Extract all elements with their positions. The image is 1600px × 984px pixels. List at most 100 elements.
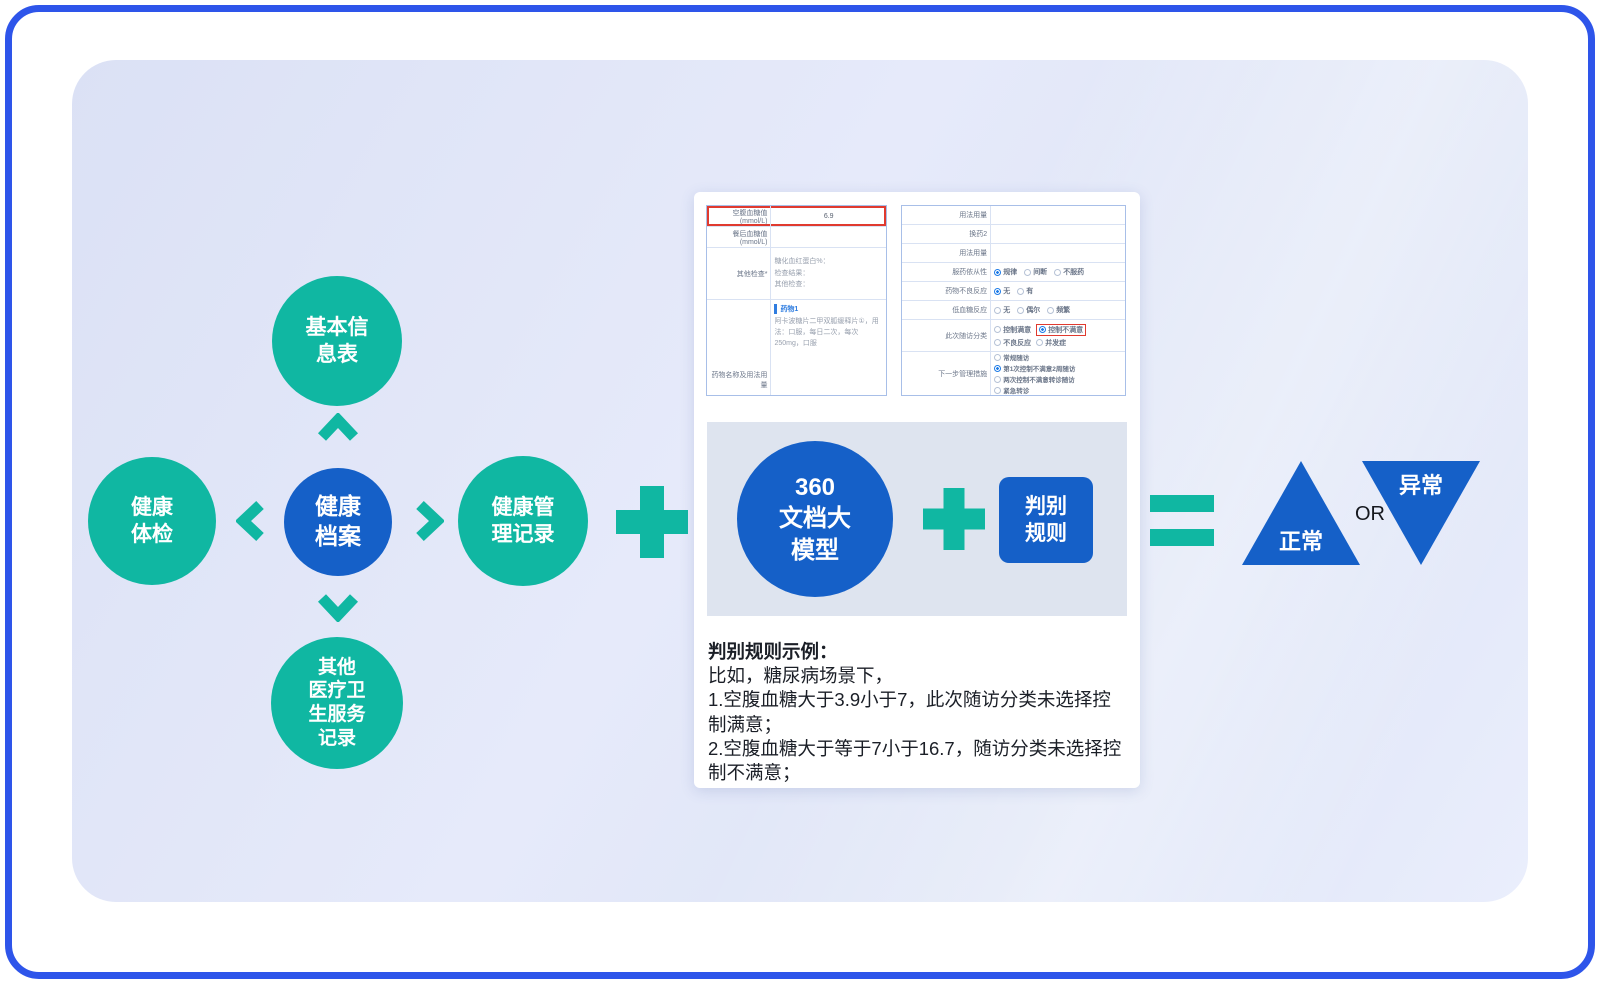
radio-option: 并发症 — [1036, 338, 1066, 348]
node-health-management-record: 健康管 理记录 — [458, 456, 588, 586]
rules-example-line: 比如，糖尿病场景下， — [708, 665, 894, 687]
form-label: 下一步管理措施 — [902, 352, 992, 395]
radio-option: 不良反应 — [994, 338, 1031, 348]
node-other-medical-records: 其他 医疗卫 生服务 记录 — [271, 637, 403, 769]
abnormal-label: 异常 — [1398, 473, 1443, 498]
drug-title: 药物1 — [774, 304, 883, 314]
radio-icon — [1017, 287, 1025, 295]
form-label: 药物名称及用法用量 — [707, 300, 772, 395]
node-360-doc-model: 360 文档大 模型 — [737, 441, 893, 597]
radio-icon — [994, 364, 1002, 372]
arrow-left-icon — [236, 500, 264, 542]
radio-group: 常规随访 第1次控制不满意2周随访 两次控制不满意转诊随访 紧急转诊 — [991, 352, 1125, 395]
option-label: 偶尔 — [1026, 307, 1041, 314]
radio-icon — [994, 339, 1002, 346]
radio-option: 偶尔 — [1017, 305, 1040, 315]
node-basic-info-form: 基本信 息表 — [272, 276, 402, 406]
form-row-followup-class: 此次随访分类 控制满意 控制不满意 不良反应 并发症 — [902, 320, 1125, 352]
option-label: 第1次控制不满意2周随访 — [1003, 366, 1076, 373]
form-row: 换药2 — [902, 225, 1125, 244]
form-label: 用法用量 — [902, 206, 992, 224]
form-row: 用法用量 — [902, 206, 1125, 225]
form-value — [991, 244, 1125, 262]
radio-icon — [994, 353, 1002, 361]
or-label: OR — [1355, 503, 1385, 525]
radio-option-highlighted: 控制不满意 — [1036, 323, 1087, 336]
drug-text: 阿卡波糖片二甲双胍缓释片①，用法：口服，每日二次，每次250mg，口服 — [774, 318, 879, 347]
form-value: 药物1 阿卡波糖片二甲双胍缓释片①，用法：口服，每日二次，每次250mg，口服 — [771, 300, 886, 395]
option-label: 紧急转诊 — [1003, 388, 1030, 395]
form-label: 用法用量 — [902, 244, 992, 262]
form-value — [991, 206, 1125, 224]
rules-example-line: 1.空腹血糖大于3.9小于7，此次随访分类未选择控制满意； — [708, 689, 1111, 735]
radio-option: 频繁 — [1047, 305, 1070, 315]
form-row-next-steps: 下一步管理措施 常规随访 第1次控制不满意2周随访 两次控制不满意转诊随访 紧急… — [902, 352, 1125, 395]
radio-icon — [1036, 339, 1044, 346]
radio-group: 无 偶尔 频繁 — [991, 301, 1125, 319]
radio-icon — [1017, 306, 1025, 314]
radio-option: 无 — [994, 286, 1010, 296]
form-row-adherence: 服药依从性 规律 间断 不服药 — [902, 263, 1125, 282]
arrow-right-icon — [416, 500, 444, 542]
rules-example-title: 判别规则示例： — [708, 641, 838, 662]
radio-icon — [1047, 306, 1055, 314]
node-health-checkup: 健康 体检 — [88, 457, 216, 585]
radio-icon — [994, 386, 1002, 394]
radio-icon — [994, 287, 1002, 295]
form-row-hypoglycemia: 低血糖反应 无 偶尔 频繁 — [902, 301, 1125, 320]
radio-icon — [994, 326, 1002, 333]
form-row: 用法用量 — [902, 244, 1125, 263]
radio-icon — [994, 306, 1002, 314]
form-label: 餐后血糖值(mmol/L) — [707, 227, 772, 247]
form-label: 药物不良反应 — [902, 282, 992, 300]
form-row-other-tests: 其他检查* 糖化血红蛋白%： 检查结果： 其他检查： — [707, 248, 886, 300]
radio-option: 不服药 — [1054, 267, 1084, 277]
radio-group: 控制满意 控制不满意 不良反应 并发症 — [991, 320, 1125, 351]
rules-example-line: 2.空腹血糖大于等于7小于16.7，随访分类未选择控制不满意； — [708, 737, 1122, 784]
radio-icon — [1054, 268, 1062, 276]
option-label: 无 — [1003, 307, 1011, 314]
form-label: 其他检查* — [707, 248, 772, 299]
form-row-postprandial-glucose: 餐后血糖值(mmol/L) — [707, 227, 886, 248]
form-screenshot-right: 用法用量 换药2 用法用量 服药依从性 规律 间断 不服药 药物不良反应 — [901, 205, 1126, 396]
form-row-adverse-reaction: 药物不良反应 无 有 — [902, 282, 1125, 301]
normal-label: 正常 — [1278, 529, 1323, 554]
option-label: 有 — [1026, 288, 1034, 295]
option-label: 频繁 — [1056, 307, 1071, 314]
option-label: 并发症 — [1045, 339, 1067, 347]
radio-option: 规律 — [994, 267, 1017, 277]
plus-icon — [616, 486, 688, 558]
form-label: 此次随访分类 — [902, 320, 992, 351]
option-label: 控制满意 — [1003, 326, 1032, 334]
radio-group: 无 有 — [991, 282, 1125, 300]
arrow-up-icon — [317, 413, 359, 441]
option-label: 两次控制不满意转诊随访 — [1003, 377, 1075, 384]
option-label: 不服药 — [1063, 269, 1085, 276]
rules-example-block: 判别规则示例： 比如，糖尿病场景下， 1.空腹血糖大于3.9小于7，此次随访分类… — [708, 640, 1129, 785]
radio-icon — [1039, 326, 1047, 333]
radio-option: 无 — [994, 305, 1010, 315]
engine-strip: 360 文档大 模型 判别 规则 — [707, 422, 1127, 616]
option-label: 间断 — [1033, 269, 1048, 276]
plus-icon-small — [923, 488, 985, 550]
rules-card: 空腹血糖值(mmol/L) 6.9 餐后血糖值(mmol/L) 其他检查* 糖化… — [694, 192, 1140, 788]
radio-option: 两次控制不满意转诊随访 — [994, 374, 1075, 384]
form-value: 6.9 — [823, 212, 834, 220]
radio-option: 紧急转诊 — [994, 385, 1029, 395]
form-label: 服药依从性 — [902, 263, 992, 281]
form-label: 低血糖反应 — [902, 301, 992, 319]
form-row-medication: 药物名称及用法用量 药物1 阿卡波糖片二甲双胍缓释片①，用法：口服，每日二次，每… — [707, 300, 886, 395]
arrow-down-icon — [317, 594, 359, 622]
form-value — [771, 227, 886, 247]
form-screenshot-left: 空腹血糖值(mmol/L) 6.9 餐后血糖值(mmol/L) 其他检查* 糖化… — [706, 205, 887, 396]
radio-option: 第1次控制不满意2周随访 — [994, 363, 1075, 373]
option-label: 规律 — [1003, 269, 1018, 276]
form-label: 换药2 — [902, 225, 992, 243]
form-value: 糖化血红蛋白%： 检查结果： 其他检查： — [774, 257, 830, 289]
node-health-archive-center: 健康 档案 — [284, 468, 392, 576]
equals-icon — [1150, 495, 1214, 546]
option-label: 无 — [1003, 288, 1011, 295]
radio-icon — [994, 375, 1002, 383]
radio-icon — [1024, 268, 1032, 276]
form-value — [991, 225, 1125, 243]
